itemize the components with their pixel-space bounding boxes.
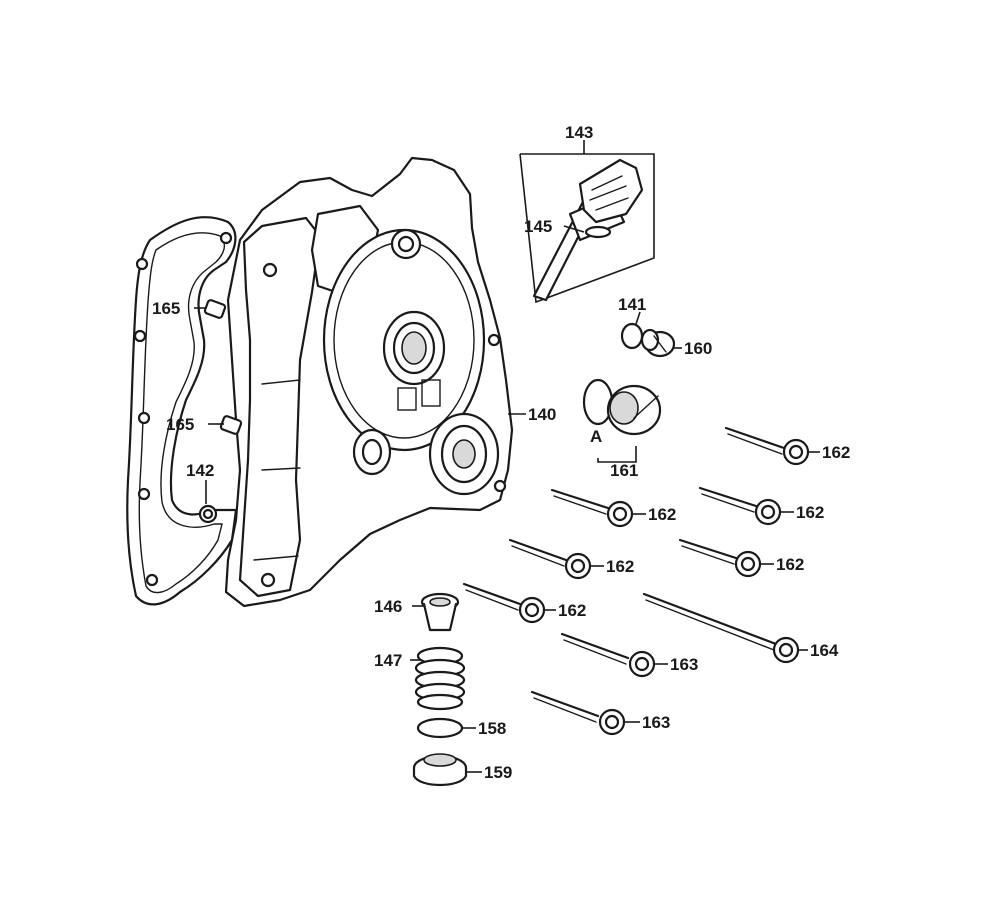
label-162-d: 162: [606, 557, 634, 576]
label-165-lower: 165: [166, 415, 194, 434]
label-162-c: 162: [796, 503, 824, 522]
label-163-b: 163: [642, 713, 670, 732]
label-143: 143: [565, 123, 593, 142]
dipstick-145: [532, 158, 644, 302]
label-162-a: 162: [822, 443, 850, 462]
dowel-pin-165-upper: [203, 299, 227, 319]
label-141: 141: [618, 295, 646, 314]
label-163-a: 163: [670, 655, 698, 674]
o-ring-158: [416, 717, 464, 739]
label-164: 164: [810, 641, 839, 660]
label-162-b: 162: [648, 505, 676, 524]
bolt-162-e: [678, 538, 762, 578]
label-140: 140: [528, 405, 556, 424]
label-146: 146: [374, 597, 402, 616]
plug-160: [640, 328, 676, 358]
label-162-e: 162: [776, 555, 804, 574]
dowel-pin-165-lower: [219, 415, 243, 435]
drain-cap-159: [412, 753, 468, 786]
bolt-164: [642, 592, 800, 664]
bolt-162-c: [698, 486, 782, 526]
label-161: 161: [610, 461, 638, 480]
label-158: 158: [478, 719, 506, 738]
crankcase-cover-140: [224, 156, 514, 608]
o-ring-a: [582, 378, 614, 426]
oil-strainer-146: [420, 592, 460, 632]
label-160: 160: [684, 339, 712, 358]
bracket-161: [597, 446, 637, 463]
bolt-162-b: [550, 488, 634, 528]
gasket-142: [126, 216, 238, 606]
label-145: 145: [524, 217, 552, 236]
bolt-162-f: [462, 582, 546, 624]
label-142: 142: [186, 461, 214, 480]
bolt-163-b: [530, 690, 626, 736]
drain-plug-161: [606, 384, 662, 436]
label-162-f: 162: [558, 601, 586, 620]
spring-147: [414, 646, 466, 711]
label-159: 159: [484, 763, 512, 782]
label-147: 147: [374, 651, 402, 670]
bolt-162-a: [724, 426, 810, 466]
label-165-upper: 165: [152, 299, 180, 318]
label-a: A: [590, 427, 602, 446]
bolt-163-a: [560, 632, 656, 678]
bolt-162-d: [508, 538, 592, 580]
leader-lines: [194, 225, 820, 773]
o-ring-141: [620, 322, 644, 350]
dipstick-group-143: [519, 140, 655, 304]
